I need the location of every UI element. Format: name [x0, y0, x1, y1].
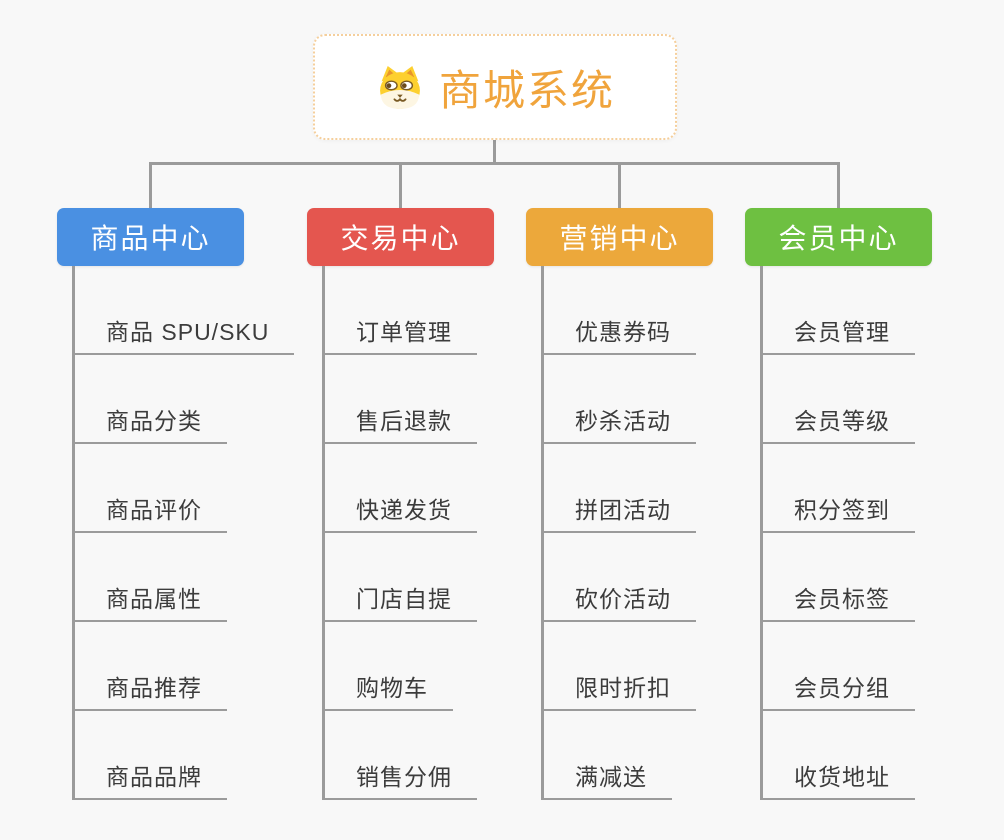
leaf-label: 会员管理	[760, 313, 915, 355]
leaf-item[interactable]: 快递发货	[307, 444, 494, 533]
leaf-label: 会员等级	[760, 402, 915, 444]
connector-root-stub	[493, 139, 496, 164]
connector-drop-products	[149, 164, 152, 208]
connector-trunk	[541, 266, 544, 800]
branch-column-trade: 交易中心 订单管理 售后退款 快递发货 门店自提 购物车 销售分佣	[307, 208, 494, 800]
leaf-label: 积分签到	[760, 491, 915, 533]
leaf-label: 拼团活动	[541, 491, 696, 533]
leaf-label: 销售分佣	[322, 758, 477, 800]
connector-trunk	[760, 266, 763, 800]
branch-column-member: 会员中心 会员管理 会员等级 积分签到 会员标签 会员分组 收货地址	[745, 208, 932, 800]
leaf-label: 收货地址	[760, 758, 915, 800]
connector-trunk	[322, 266, 325, 800]
leaf-label: 商品分类	[72, 402, 227, 444]
leaf-item[interactable]: 商品推荐	[57, 622, 244, 711]
leaf-item[interactable]: 商品属性	[57, 533, 244, 622]
branch-node-member[interactable]: 会员中心	[745, 208, 932, 266]
leaf-item[interactable]: 购物车	[307, 622, 494, 711]
branch-label: 会员中心	[778, 223, 899, 254]
leaf-item[interactable]: 商品 SPU/SKU	[57, 266, 295, 355]
leaf-item[interactable]: 满减送	[526, 711, 713, 800]
branch-column-marketing: 营销中心 优惠券码 秒杀活动 拼团活动 砍价活动 限时折扣 满减送	[526, 208, 713, 800]
leaf-label: 商品 SPU/SKU	[72, 313, 295, 355]
leaf-item[interactable]: 秒杀活动	[526, 355, 713, 444]
leaf-item[interactable]: 积分签到	[745, 444, 932, 533]
leaf-label: 砍价活动	[541, 580, 696, 622]
root-title: 商城系统	[438, 66, 615, 114]
connector-drop-member	[837, 164, 840, 208]
leaf-item[interactable]: 会员管理	[745, 266, 932, 355]
leaf-item[interactable]: 拼团活动	[526, 444, 713, 533]
leaf-label: 会员分组	[760, 669, 915, 711]
branch-node-products[interactable]: 商品中心	[57, 208, 244, 266]
leaf-item[interactable]: 销售分佣	[307, 711, 494, 800]
leaf-label: 订单管理	[322, 313, 477, 355]
leaf-item[interactable]: 收货地址	[745, 711, 932, 800]
connector-drop-marketing	[618, 164, 621, 208]
leaf-label: 门店自提	[322, 580, 477, 622]
leaf-label: 售后退款	[322, 402, 477, 444]
leaf-item[interactable]: 会员标签	[745, 533, 932, 622]
branch-label: 商品中心	[90, 223, 211, 254]
leaf-label: 限时折扣	[541, 669, 696, 711]
root-node[interactable]: 商城系统	[313, 34, 677, 140]
leaf-item[interactable]: 会员等级	[745, 355, 932, 444]
leaf-label: 商品评价	[72, 491, 227, 533]
leaf-label: 满减送	[541, 758, 672, 800]
connector-drop-trade	[399, 164, 402, 208]
branch-column-products: 商品中心 商品 SPU/SKU 商品分类 商品评价 商品属性 商品推荐 商品品牌	[57, 208, 295, 800]
branch-node-marketing[interactable]: 营销中心	[526, 208, 713, 266]
leaf-item[interactable]: 优惠券码	[526, 266, 713, 355]
leaf-item[interactable]: 门店自提	[307, 533, 494, 622]
leaf-label: 会员标签	[760, 580, 915, 622]
branch-label: 交易中心	[340, 223, 461, 254]
leaf-label: 优惠券码	[541, 313, 696, 355]
leaf-item[interactable]: 商品分类	[57, 355, 244, 444]
leaf-item[interactable]: 砍价活动	[526, 533, 713, 622]
leaf-label: 商品属性	[72, 580, 227, 622]
leaf-item[interactable]: 商品品牌	[57, 711, 244, 800]
leaf-item[interactable]: 售后退款	[307, 355, 494, 444]
connector-trunk	[72, 266, 75, 800]
leaf-label: 商品品牌	[72, 758, 227, 800]
branch-label: 营销中心	[559, 223, 680, 254]
leaf-item[interactable]: 商品评价	[57, 444, 244, 533]
leaf-label: 购物车	[322, 669, 453, 711]
connector-horizontal-bar	[149, 162, 840, 165]
leaf-label: 秒杀活动	[541, 402, 696, 444]
dog-face-icon	[375, 64, 425, 111]
leaf-item[interactable]: 订单管理	[307, 266, 494, 355]
leaf-item[interactable]: 会员分组	[745, 622, 932, 711]
branch-node-trade[interactable]: 交易中心	[307, 208, 494, 266]
leaf-label: 快递发货	[322, 491, 477, 533]
leaf-item[interactable]: 限时折扣	[526, 622, 713, 711]
leaf-label: 商品推荐	[72, 669, 227, 711]
